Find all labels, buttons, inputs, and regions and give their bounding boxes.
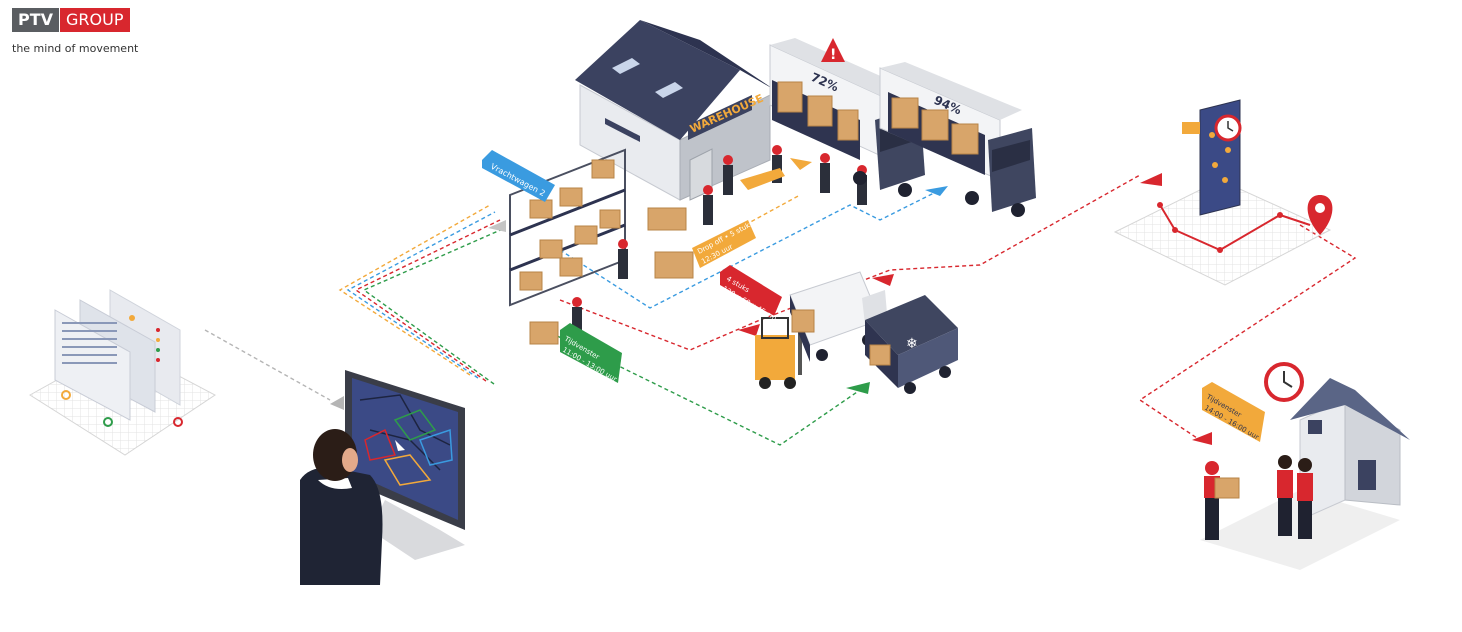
tag-timewindow-1: Tijdvenster 11:00 - 13:00 uur — [560, 323, 622, 383]
pallet-jack — [740, 168, 785, 190]
tagline: the mind of movement — [12, 42, 139, 55]
route-blue-trucks — [559, 189, 941, 309]
warehouse-roof-left — [575, 20, 740, 140]
screen-routes — [359, 394, 453, 486]
route-red-home — [1138, 224, 1357, 441]
arrow-red-home — [1192, 432, 1212, 445]
warehouse: WAREHOUSE — [575, 20, 775, 201]
route-red-bundle — [354, 219, 501, 382]
alert-sign: ! — [821, 38, 845, 63]
arrow-red-city — [1140, 173, 1162, 186]
phone-badge — [1182, 122, 1200, 134]
home-delivery: Tijdvenster 14:00 - 16:00 uur — [1200, 362, 1410, 570]
arrow-red-truck — [872, 274, 894, 286]
route-arrows — [330, 158, 1212, 445]
tag-dimensions: 4 stuks 120 x 60 x 45 cm — [720, 265, 782, 322]
arrow-grey — [330, 396, 344, 410]
worker — [572, 297, 582, 333]
cursor-icon — [395, 440, 405, 451]
house-roof — [1290, 378, 1410, 440]
map-pin-green — [103, 417, 113, 427]
map-pin-orange — [61, 390, 71, 400]
monitor-screen — [352, 378, 458, 520]
data-map-panel — [29, 289, 216, 456]
route-green-van — [544, 329, 861, 446]
alert-mark: ! — [830, 47, 836, 63]
snowflake-icon: ❄ — [906, 336, 918, 352]
logo-group: GROUP — [60, 8, 130, 32]
planner-workstation — [300, 370, 465, 585]
warehouse-sign-board — [688, 95, 752, 140]
monitor-stand — [370, 500, 465, 560]
truck-2: 94% — [879, 62, 1036, 217]
map-pin-red — [173, 417, 183, 427]
worker — [723, 155, 733, 195]
courier — [1204, 461, 1240, 540]
route-blue-bundle — [346, 211, 496, 379]
status-dot-orange — [129, 315, 135, 321]
map-pin-icon — [1307, 195, 1333, 235]
route-lines — [204, 174, 1357, 446]
customers — [1277, 455, 1313, 539]
arrow-red-forklift — [738, 324, 760, 336]
arrow-green — [846, 382, 870, 394]
arrow-grey-shelf — [488, 220, 506, 232]
route-orange-bundle — [338, 204, 491, 376]
worker — [618, 239, 628, 279]
arrow-orange — [790, 158, 812, 170]
planner-collar — [318, 478, 352, 489]
planner-body — [300, 467, 383, 585]
worker — [703, 185, 713, 225]
forklift — [755, 315, 802, 389]
arrow-blue — [925, 186, 948, 196]
route-grey-data — [204, 329, 331, 401]
logo-ptv: PTV — [12, 8, 60, 32]
tag-dropoff: Drop off • 5 stuks 12:30 uur — [692, 219, 756, 268]
city-map — [1113, 99, 1333, 286]
tag-vehicle: Vrachtwagen 2 — [482, 150, 555, 202]
pallets — [529, 207, 694, 345]
worker — [857, 165, 867, 205]
worker — [820, 153, 830, 193]
reefer-van: ❄ — [865, 295, 958, 394]
